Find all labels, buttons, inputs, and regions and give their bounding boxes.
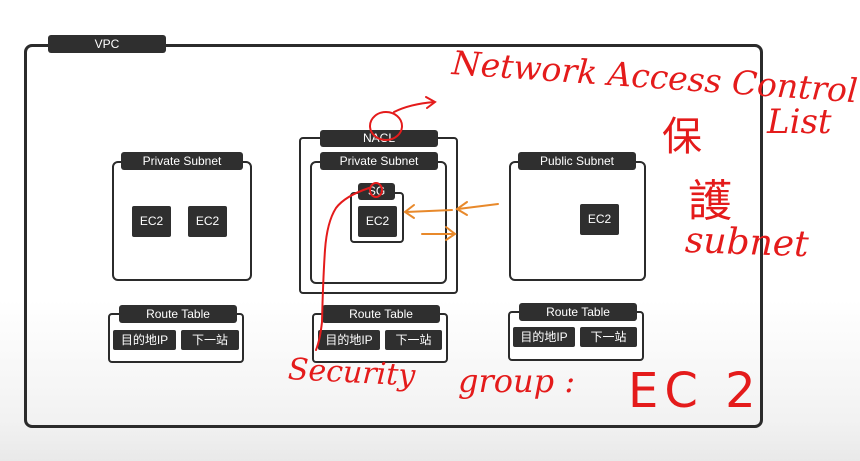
nacl-label: NACL bbox=[320, 130, 438, 147]
public-subnet-label: Public Subnet bbox=[518, 152, 636, 170]
protect-char-annotation: 保 bbox=[662, 114, 702, 160]
subnet-annotation: subnet bbox=[684, 220, 810, 266]
group-annotation: group : bbox=[458, 362, 576, 400]
route-table-destination-cell: 目的地IP bbox=[113, 330, 176, 350]
route-table-title: Route Table bbox=[119, 305, 237, 323]
ec2-annotation: EC 2 bbox=[628, 363, 762, 419]
vpc-boundary bbox=[24, 44, 763, 428]
route-table-next-hop-cell: 下一站 bbox=[181, 330, 239, 350]
ec2-instance: EC2 bbox=[580, 204, 619, 235]
ec2-instance: EC2 bbox=[188, 206, 227, 237]
private-subnet-left-label: Private Subnet bbox=[121, 152, 243, 170]
ec2-instance: EC2 bbox=[358, 206, 397, 237]
public-subnet bbox=[509, 161, 646, 281]
route-table-title: Route Table bbox=[519, 303, 637, 321]
route-table-next-hop-cell: 下一站 bbox=[385, 330, 442, 350]
list-annotation: List bbox=[767, 102, 832, 142]
ec2-instance: EC2 bbox=[132, 206, 171, 237]
private-subnet-middle-label: Private Subnet bbox=[320, 152, 438, 170]
route-table-next-hop-cell: 下一站 bbox=[580, 327, 637, 347]
security-group-label: SG bbox=[358, 183, 395, 200]
vpc-label: VPC bbox=[48, 35, 166, 53]
security-annotation: Security bbox=[287, 352, 417, 394]
route-table-destination-cell: 目的地IP bbox=[318, 330, 380, 350]
protect-char-annotation: 護 bbox=[688, 176, 732, 227]
route-table-title: Route Table bbox=[322, 305, 440, 323]
route-table-destination-cell: 目的地IP bbox=[513, 327, 575, 347]
